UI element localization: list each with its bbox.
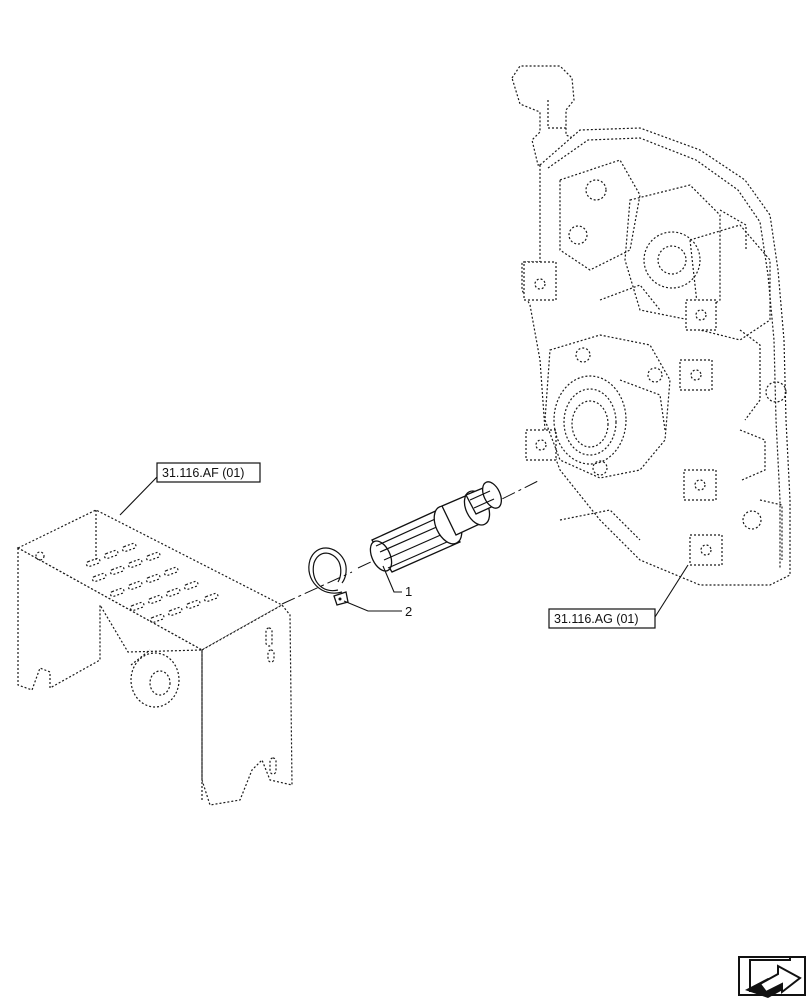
ref-link-left[interactable]: 31.116.AF (01)	[156, 462, 261, 483]
ref-left-label: 31.116.AF (01)	[162, 466, 244, 480]
leader-1	[382, 565, 402, 593]
vent-slots	[85, 542, 219, 624]
leader-left-ref	[119, 476, 158, 516]
callout-1: 1	[405, 584, 412, 599]
callout-2: 2	[405, 604, 412, 619]
ref-link-right[interactable]: 31.116.AG (01)	[548, 608, 656, 629]
pto-shaft	[369, 481, 503, 573]
leader-2	[343, 600, 402, 612]
next-page-arrow-icon[interactable]	[738, 956, 806, 998]
ref-right-label: 31.116.AG (01)	[554, 612, 639, 626]
pto-shield	[16, 509, 293, 806]
snap-ring	[308, 547, 349, 606]
leader-right-ref	[654, 564, 689, 618]
gearbox-housing	[511, 65, 791, 586]
